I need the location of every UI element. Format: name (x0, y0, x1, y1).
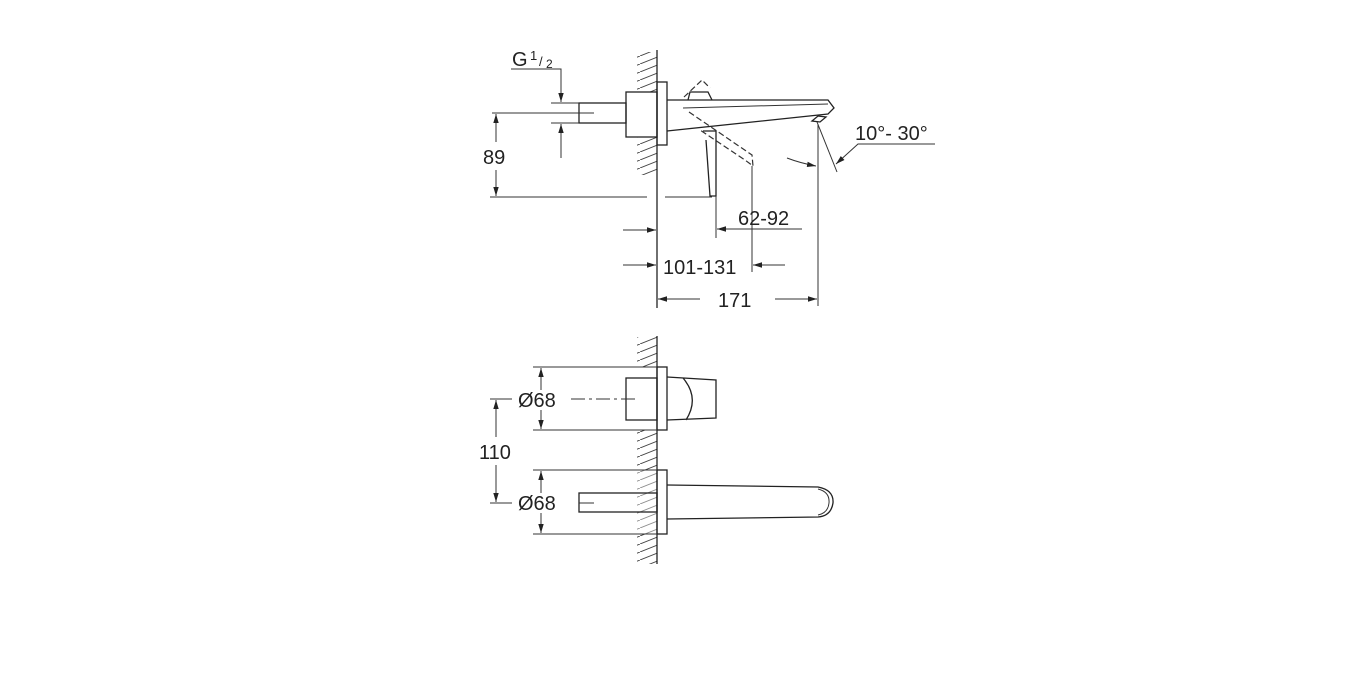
upper-diameter-dimension: Ø68 (518, 390, 556, 412)
front-view: Ø68 110 Ø68 (479, 336, 834, 564)
spout (666, 99, 835, 132)
thread-fraction-slash: / (539, 54, 543, 69)
wall-plate (656, 81, 668, 146)
lower-diameter-dimension: Ø68 (518, 493, 556, 515)
angle-dimension: 10°- 30° (855, 123, 928, 145)
spout-length-dimension: 171 (718, 290, 751, 312)
height-dimension: 89 (483, 147, 505, 169)
spout-front (666, 484, 834, 520)
wall-hatch (637, 50, 658, 308)
spacing-dimension: 110 (479, 442, 511, 464)
handle-front (666, 376, 717, 421)
thread-label: G (512, 49, 528, 71)
lower-wall-plate (656, 469, 668, 535)
wall-hatch-front (637, 336, 658, 564)
upper-wall-plate (656, 366, 668, 431)
mounting-box (625, 91, 658, 138)
projection-range-dimension: 101-131 (663, 257, 736, 279)
side-view: G 1 / 2 89 10°- 30° 62-92 101-131 171 (483, 48, 935, 312)
lever-rotated-dashed (683, 79, 754, 168)
thread-fraction-den: 2 (546, 57, 553, 71)
lever-range-dimension: 62-92 (738, 208, 789, 230)
thread-fraction-num: 1 (530, 48, 537, 63)
